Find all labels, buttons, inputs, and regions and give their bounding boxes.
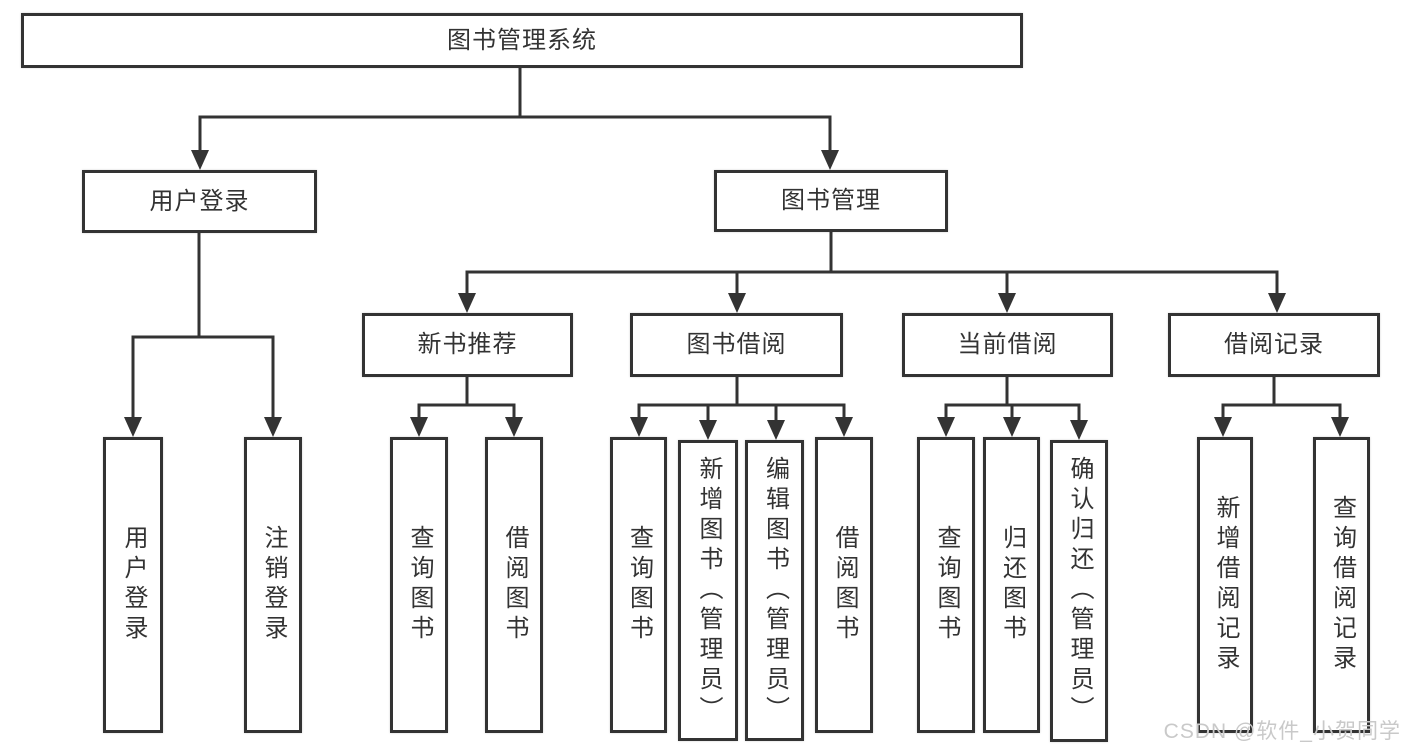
leaf-borrow-add-admin-label: 新增图书（管理员）	[695, 455, 722, 726]
leaf-new-books-borrow: 借阅图书	[485, 437, 543, 733]
leaf-current-return-label: 归还图书	[998, 525, 1026, 645]
arrowheads	[124, 150, 1349, 440]
leaf-new-books-query: 查询图书	[390, 437, 448, 733]
leaf-borrow-query: 查询图书	[610, 437, 667, 733]
node-root: 图书管理系统	[21, 13, 1023, 68]
leaf-new-books-borrow-label: 借阅图书	[501, 525, 528, 645]
leaf-borrow-borrow: 借阅图书	[815, 437, 873, 733]
leaf-user-login: 用户登录	[103, 437, 163, 733]
node-user-login-label: 用户登录	[149, 187, 250, 215]
node-book-borrow-label: 图书借阅	[686, 331, 787, 358]
node-user-login: 用户登录	[82, 170, 317, 233]
node-current-borrow: 当前借阅	[902, 313, 1113, 377]
node-current-borrow-label: 当前借阅	[957, 331, 1058, 358]
leaf-current-confirm-admin-label: 确认归还（管理员）	[1066, 456, 1093, 726]
leaf-borrow-query-label: 查询图书	[625, 525, 653, 645]
node-borrow-records-label: 借阅记录	[1224, 331, 1324, 358]
node-new-books: 新书推荐	[362, 313, 573, 377]
leaf-logout-label: 注销登录	[260, 525, 287, 645]
node-root-label: 图书管理系统	[447, 26, 597, 54]
node-book-mgmt-label: 图书管理	[781, 187, 881, 214]
leaf-current-return: 归还图书	[983, 437, 1040, 733]
leaf-current-query-label: 查询图书	[933, 525, 960, 645]
leaf-records-query: 查询借阅记录	[1313, 437, 1370, 733]
leaf-borrow-borrow-label: 借阅图书	[831, 525, 858, 645]
node-book-borrow: 图书借阅	[630, 313, 843, 377]
leaf-new-books-query-label: 查询图书	[406, 525, 433, 645]
watermark: CSDN @软件_小贺同学	[1163, 720, 1401, 743]
leaf-borrow-add-admin: 新增图书（管理员）	[678, 440, 738, 741]
leaf-current-confirm-admin: 确认归还（管理员）	[1050, 440, 1108, 742]
node-book-mgmt: 图书管理	[714, 170, 948, 232]
node-borrow-records: 借阅记录	[1168, 313, 1380, 377]
leaf-records-add-label: 新增借阅记录	[1212, 495, 1239, 675]
leaf-logout: 注销登录	[244, 437, 302, 733]
connector-path	[131, 68, 1342, 422]
leaf-borrow-edit-admin: 编辑图书（管理员）	[745, 440, 804, 741]
node-new-books-label: 新书推荐	[417, 331, 518, 358]
leaf-borrow-edit-admin-label: 编辑图书（管理员）	[761, 455, 789, 726]
leaf-user-login-label: 用户登录	[120, 525, 147, 645]
leaf-current-query: 查询图书	[917, 437, 975, 733]
leaf-records-query-label: 查询借阅记录	[1328, 495, 1356, 675]
leaf-records-add: 新增借阅记录	[1197, 437, 1253, 733]
